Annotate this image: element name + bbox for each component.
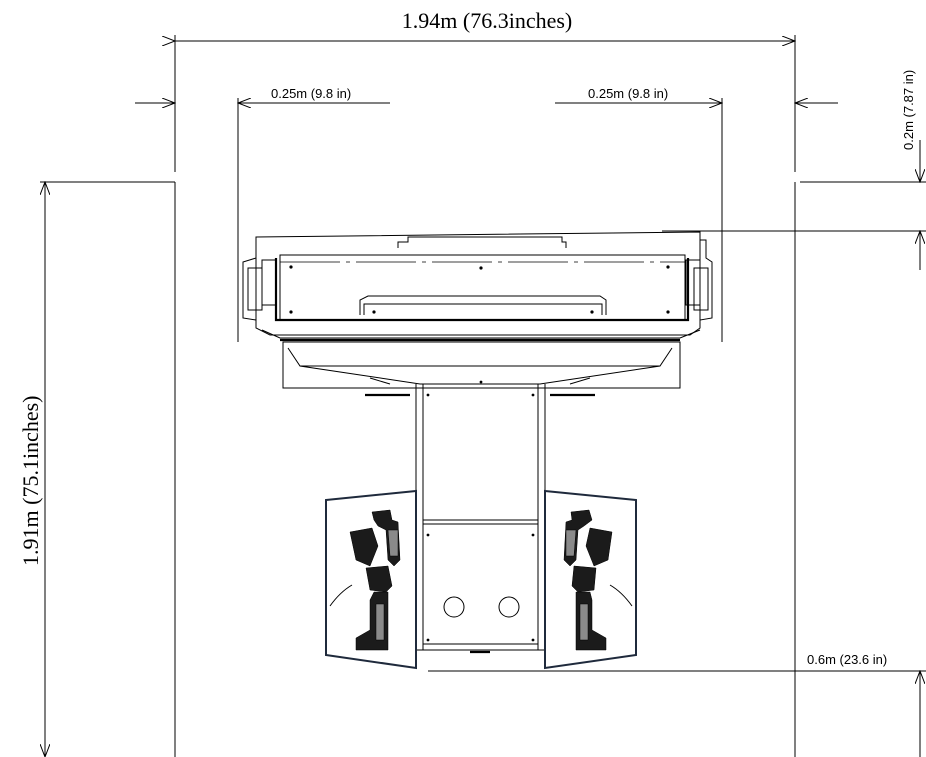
control-deck <box>282 341 681 397</box>
right-gun-panel <box>544 489 637 670</box>
pedestal <box>415 384 546 654</box>
footprint-boundary <box>174 182 796 757</box>
right-clearance-label: 0.25m (9.8 in) <box>588 86 668 101</box>
top-clearance-dimension: 0.2m (7.87 in) <box>662 70 926 270</box>
left-clearance-dimension: 0.25m (9.8 in) <box>135 86 390 342</box>
right-clearance-dimension: 0.25m (9.8 in) <box>555 86 838 342</box>
left-gun-icon <box>329 509 401 651</box>
left-gun-panel <box>325 489 417 670</box>
overall-depth-dimension: 1.91m (75.1inches) <box>18 182 175 757</box>
player-area-label: 0.6m (23.6 in) <box>807 652 887 667</box>
overall-depth-label: 1.91m (75.1inches) <box>18 396 43 566</box>
player-area-dimension: 0.6m (23.6 in) <box>428 652 926 757</box>
coin-slot-left <box>443 596 465 618</box>
overall-width-label: 1.94m (76.3inches) <box>402 8 572 33</box>
coin-slot-right <box>498 596 520 618</box>
overall-width-dimension: 1.94m (76.3inches) <box>175 8 795 172</box>
right-gun-icon <box>563 509 633 651</box>
left-clearance-label: 0.25m (9.8 in) <box>271 86 351 101</box>
cabinet-top-housing <box>242 231 713 342</box>
top-clearance-label: 0.2m (7.87 in) <box>901 70 916 150</box>
